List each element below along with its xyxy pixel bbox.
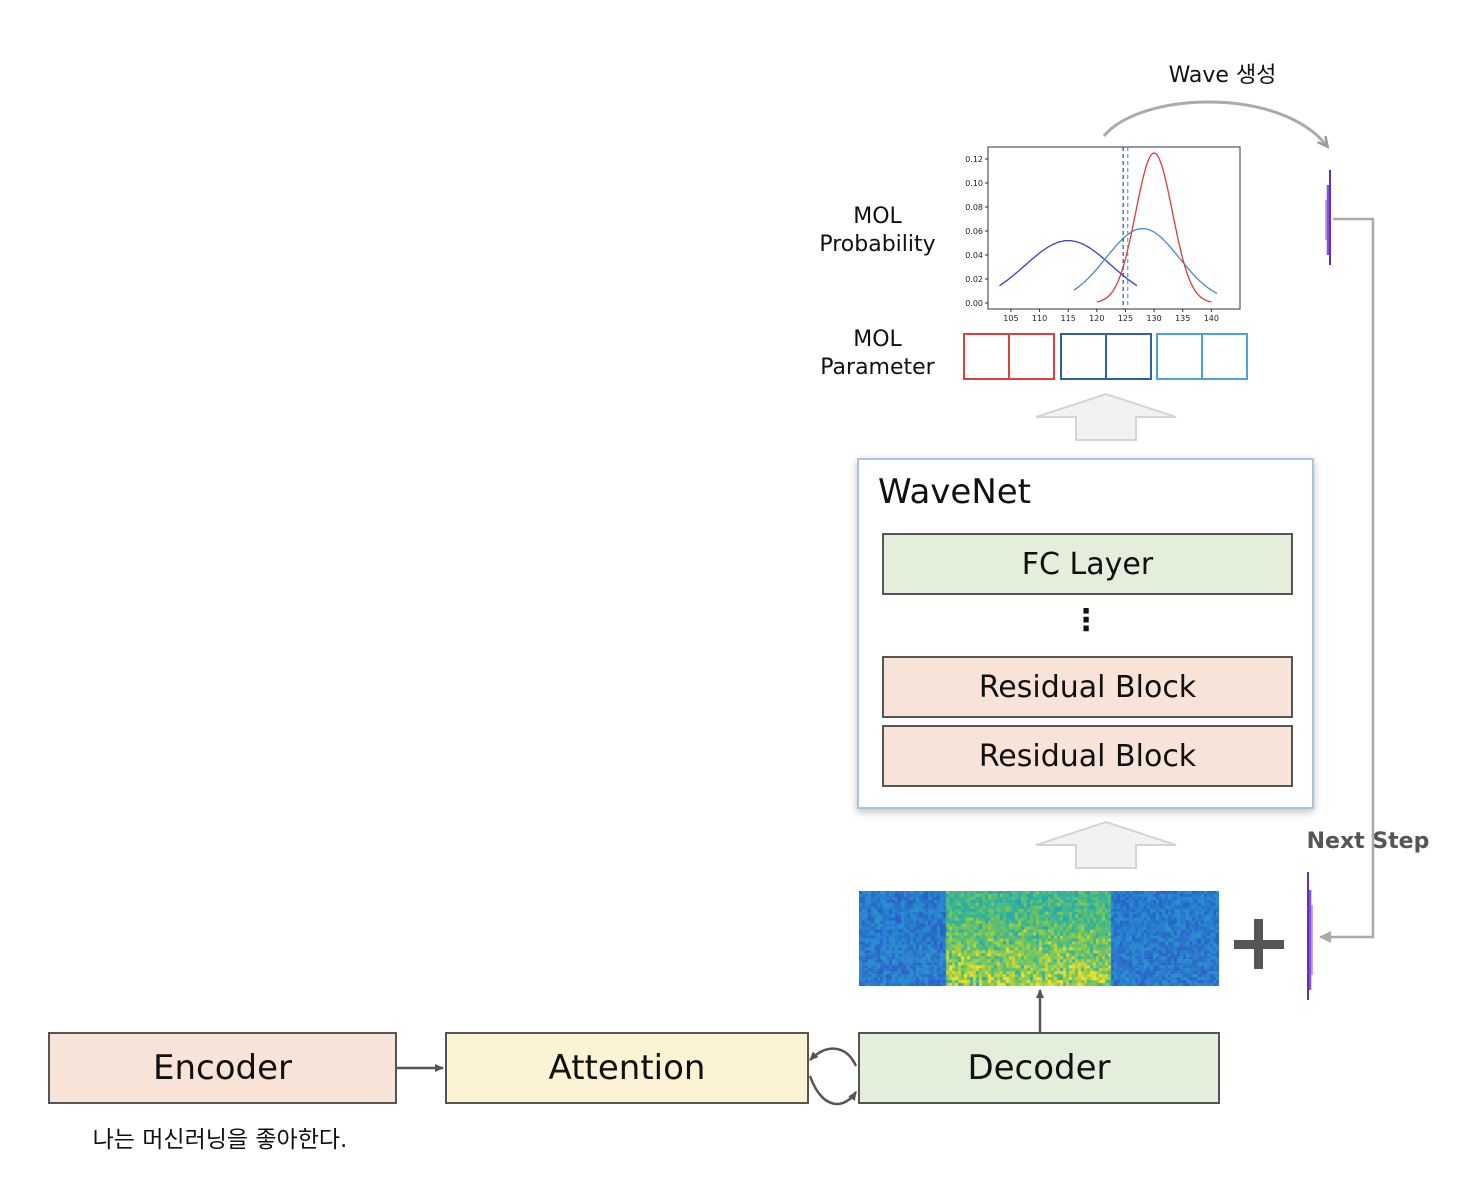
attention-label: Attention	[548, 1048, 706, 1088]
y-tick-label: 0.06	[965, 227, 983, 236]
series-line	[1073, 227, 1218, 295]
decoder-box: Decoder	[858, 1032, 1220, 1104]
encoder-label: Encoder	[152, 1048, 292, 1088]
attention-box: Attention	[445, 1032, 809, 1104]
x-tick-label: 110	[1032, 314, 1047, 323]
residual-block-label: Residual Block	[978, 669, 1197, 705]
input-sentence: 나는 머신러닝을 좋아한다.	[92, 1127, 348, 1153]
decoder-label: Decoder	[967, 1048, 1111, 1088]
encoder-box: Encoder	[48, 1032, 397, 1104]
x-tick-label: 125	[1118, 314, 1133, 323]
residual-block-label: Residual Block	[978, 738, 1197, 774]
mol-parameter-cell	[1201, 333, 1248, 380]
ellipsis: ⋮	[1071, 603, 1101, 638]
y-tick-label: 0.12	[965, 155, 983, 164]
mol-parameter-line1: MOL	[853, 327, 902, 352]
upward-block-arrow	[1035, 820, 1177, 869]
fc-layer-label: FC Layer	[1021, 546, 1154, 582]
waveform-icon	[1325, 170, 1331, 265]
x-tick-label: 135	[1175, 314, 1190, 323]
wavenet-title: WaveNet	[878, 472, 1031, 512]
mol-probability-line2: Probability	[819, 231, 936, 257]
y-tick-label: 0.04	[965, 251, 983, 260]
mol-parameter-line2: Parameter	[820, 354, 935, 380]
y-tick-label: 0.02	[965, 275, 983, 284]
mol-probability-label: MOL Probability	[800, 203, 955, 258]
next-step-arrow	[1319, 217, 1375, 943]
mol-parameter-cell	[1105, 333, 1152, 380]
x-tick-label: 130	[1146, 314, 1161, 323]
mol-probability-line1: MOL	[853, 204, 902, 229]
chart-plot-area	[987, 146, 1241, 310]
x-tick-label: 120	[1089, 314, 1104, 323]
attention-to-decoder-arrow	[808, 1075, 858, 1106]
decoder-to-attention-arrow	[809, 1047, 858, 1067]
series-line	[1096, 152, 1212, 303]
mol-parameter-label: MOL Parameter	[800, 326, 955, 381]
upward-block-arrow	[1035, 392, 1177, 441]
x-tick-label: 105	[1003, 314, 1018, 323]
fc-layer-box: FC Layer	[882, 533, 1293, 595]
plus-text: +	[1228, 900, 1288, 901]
wave-generation-label: Wave 생성	[1168, 63, 1277, 88]
plus-icon	[1254, 919, 1263, 969]
wave-generation-arrow	[1102, 100, 1327, 146]
residual-block-1: Residual Block	[882, 656, 1293, 718]
waveform-icon	[1307, 872, 1313, 1000]
mol-probability-chart: 105 110 115 120 125 130 135 140 0.00 0.02 0.04 0.06…	[965, 146, 1241, 323]
residual-block-2: Residual Block	[882, 725, 1293, 787]
mel-spectrogram-image	[859, 891, 1219, 986]
mol-parameter-cell	[1008, 333, 1055, 380]
y-tick-label: 0.00	[965, 299, 983, 308]
x-tick-label: 115	[1061, 314, 1076, 323]
y-tick-label: 0.10	[965, 179, 983, 188]
series-line	[999, 239, 1138, 287]
y-tick-label: 0.08	[965, 203, 983, 212]
x-tick-label: 140	[1204, 314, 1219, 323]
next-step-label: Next Step	[1306, 829, 1430, 854]
